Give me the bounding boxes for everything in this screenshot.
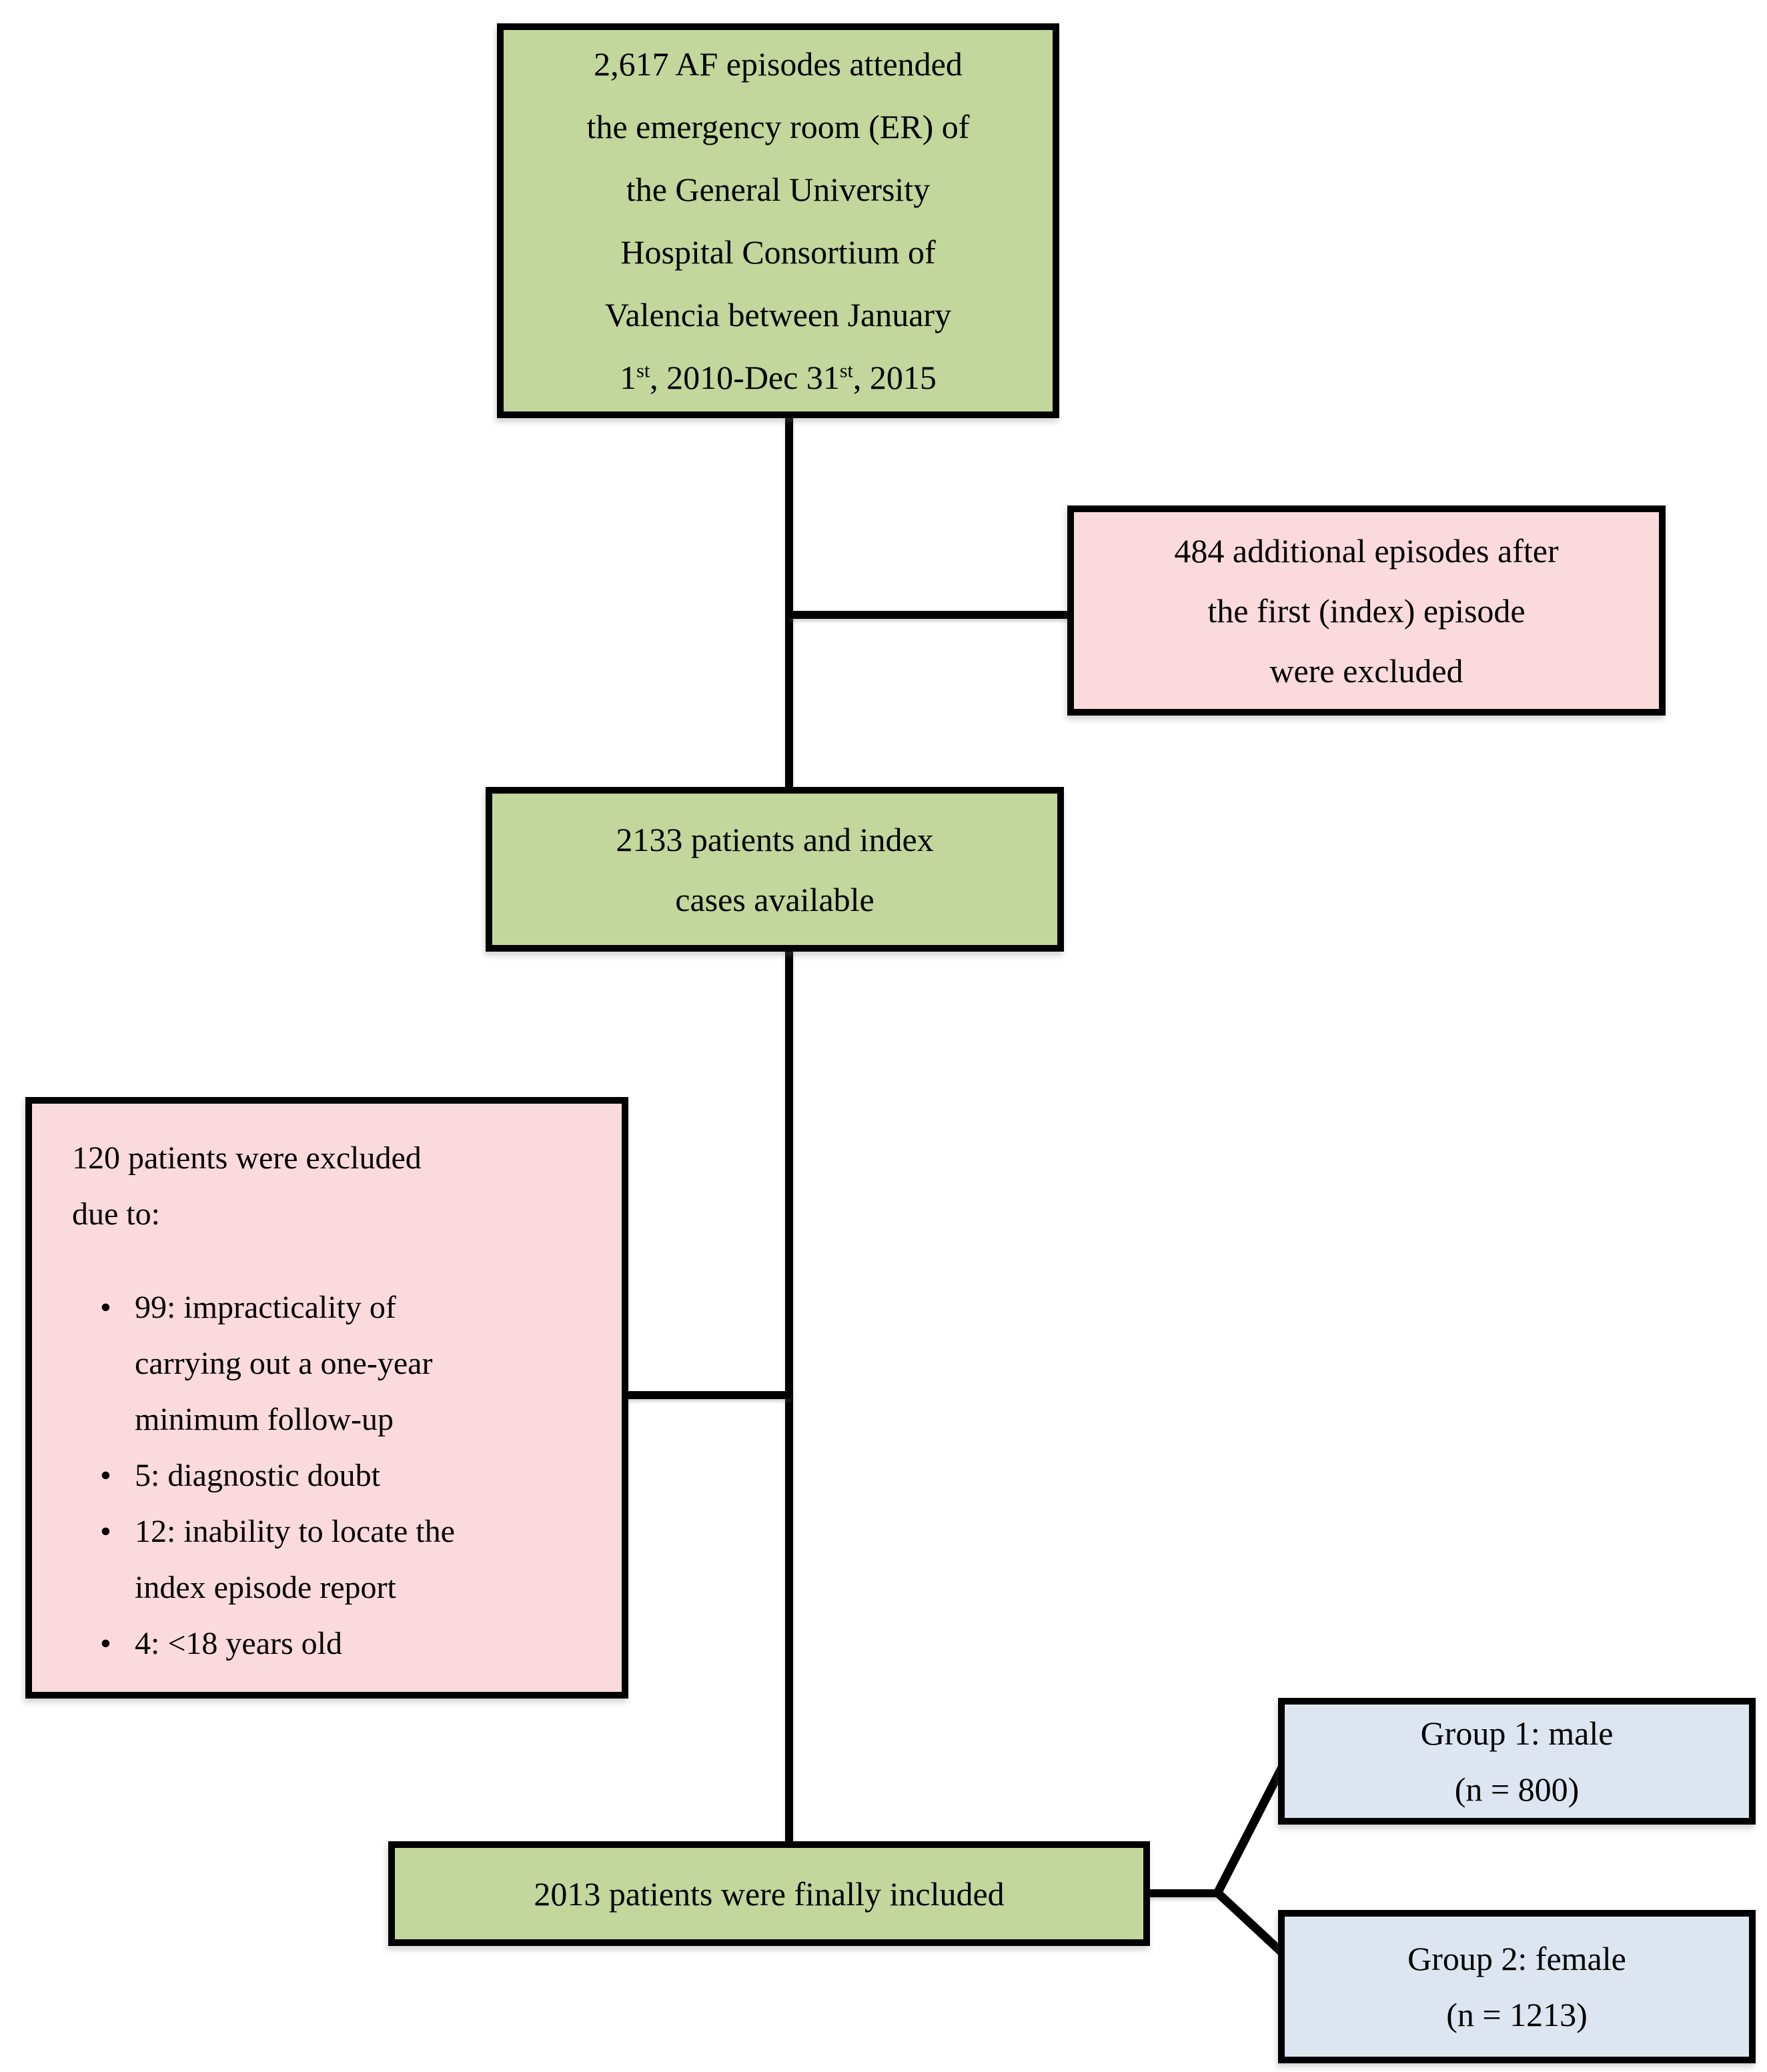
- bullet-icon: •: [100, 1290, 111, 1325]
- date-range-line: 1st, 2010-Dec 31st, 2015: [620, 359, 937, 396]
- exclusion-item-followup: • 99: impracticality of carrying out a o…: [72, 1280, 602, 1448]
- group1-count: (n = 800): [1454, 1771, 1580, 1808]
- initial-episodes-box: 2,617 AF episodes attended the emergency…: [497, 23, 1059, 418]
- fork-line-to-group2: [1213, 1889, 1285, 1956]
- bullet-icon: •: [100, 1626, 111, 1661]
- excluded-patients-box: 120 patients were excluded due to: • 99:…: [25, 1097, 628, 1699]
- index-cases-text: 2133 patients and index: [616, 820, 934, 858]
- index-cases-box: 2133 patients and index cases available: [486, 787, 1064, 952]
- exclusion-item-under-18: • 4: <18 years old: [72, 1616, 602, 1672]
- connector-fork-stub: [1146, 1889, 1219, 1897]
- final-included-box: 2013 patients were finally included: [388, 1841, 1150, 1946]
- group1-label: Group 1: male: [1420, 1715, 1614, 1752]
- group2-label: Group 2: female: [1407, 1940, 1626, 1977]
- initial-episodes-text: 2,617 AF episodes attended: [594, 45, 963, 83]
- connector-from-excluded-patients: [624, 1391, 791, 1399]
- group2-count: (n = 1213): [1446, 1996, 1588, 2033]
- connector-to-excluded-episodes: [789, 611, 1071, 619]
- excluded-episodes-box: 484 additional episodes after the first …: [1067, 505, 1666, 716]
- main-vertical-connector: [785, 413, 793, 1847]
- fork-line-to-group1: [1213, 1765, 1286, 1897]
- exclusion-item-diagnostic-doubt: • 5: diagnostic doubt: [72, 1448, 602, 1504]
- excluded-episodes-text: 484 additional episodes after: [1174, 532, 1559, 570]
- final-included-text: 2013 patients were finally included: [534, 1875, 1005, 1913]
- group2-female-box: Group 2: female (n = 1213): [1278, 1910, 1756, 2063]
- exclusion-item-missing-report: • 12: inability to locate the index epis…: [72, 1504, 602, 1616]
- bullet-icon: •: [100, 1458, 111, 1493]
- excluded-patients-heading: 120 patients were excluded due to:: [72, 1140, 422, 1232]
- group1-male-box: Group 1: male (n = 800): [1278, 1698, 1756, 1825]
- bullet-icon: •: [100, 1514, 111, 1549]
